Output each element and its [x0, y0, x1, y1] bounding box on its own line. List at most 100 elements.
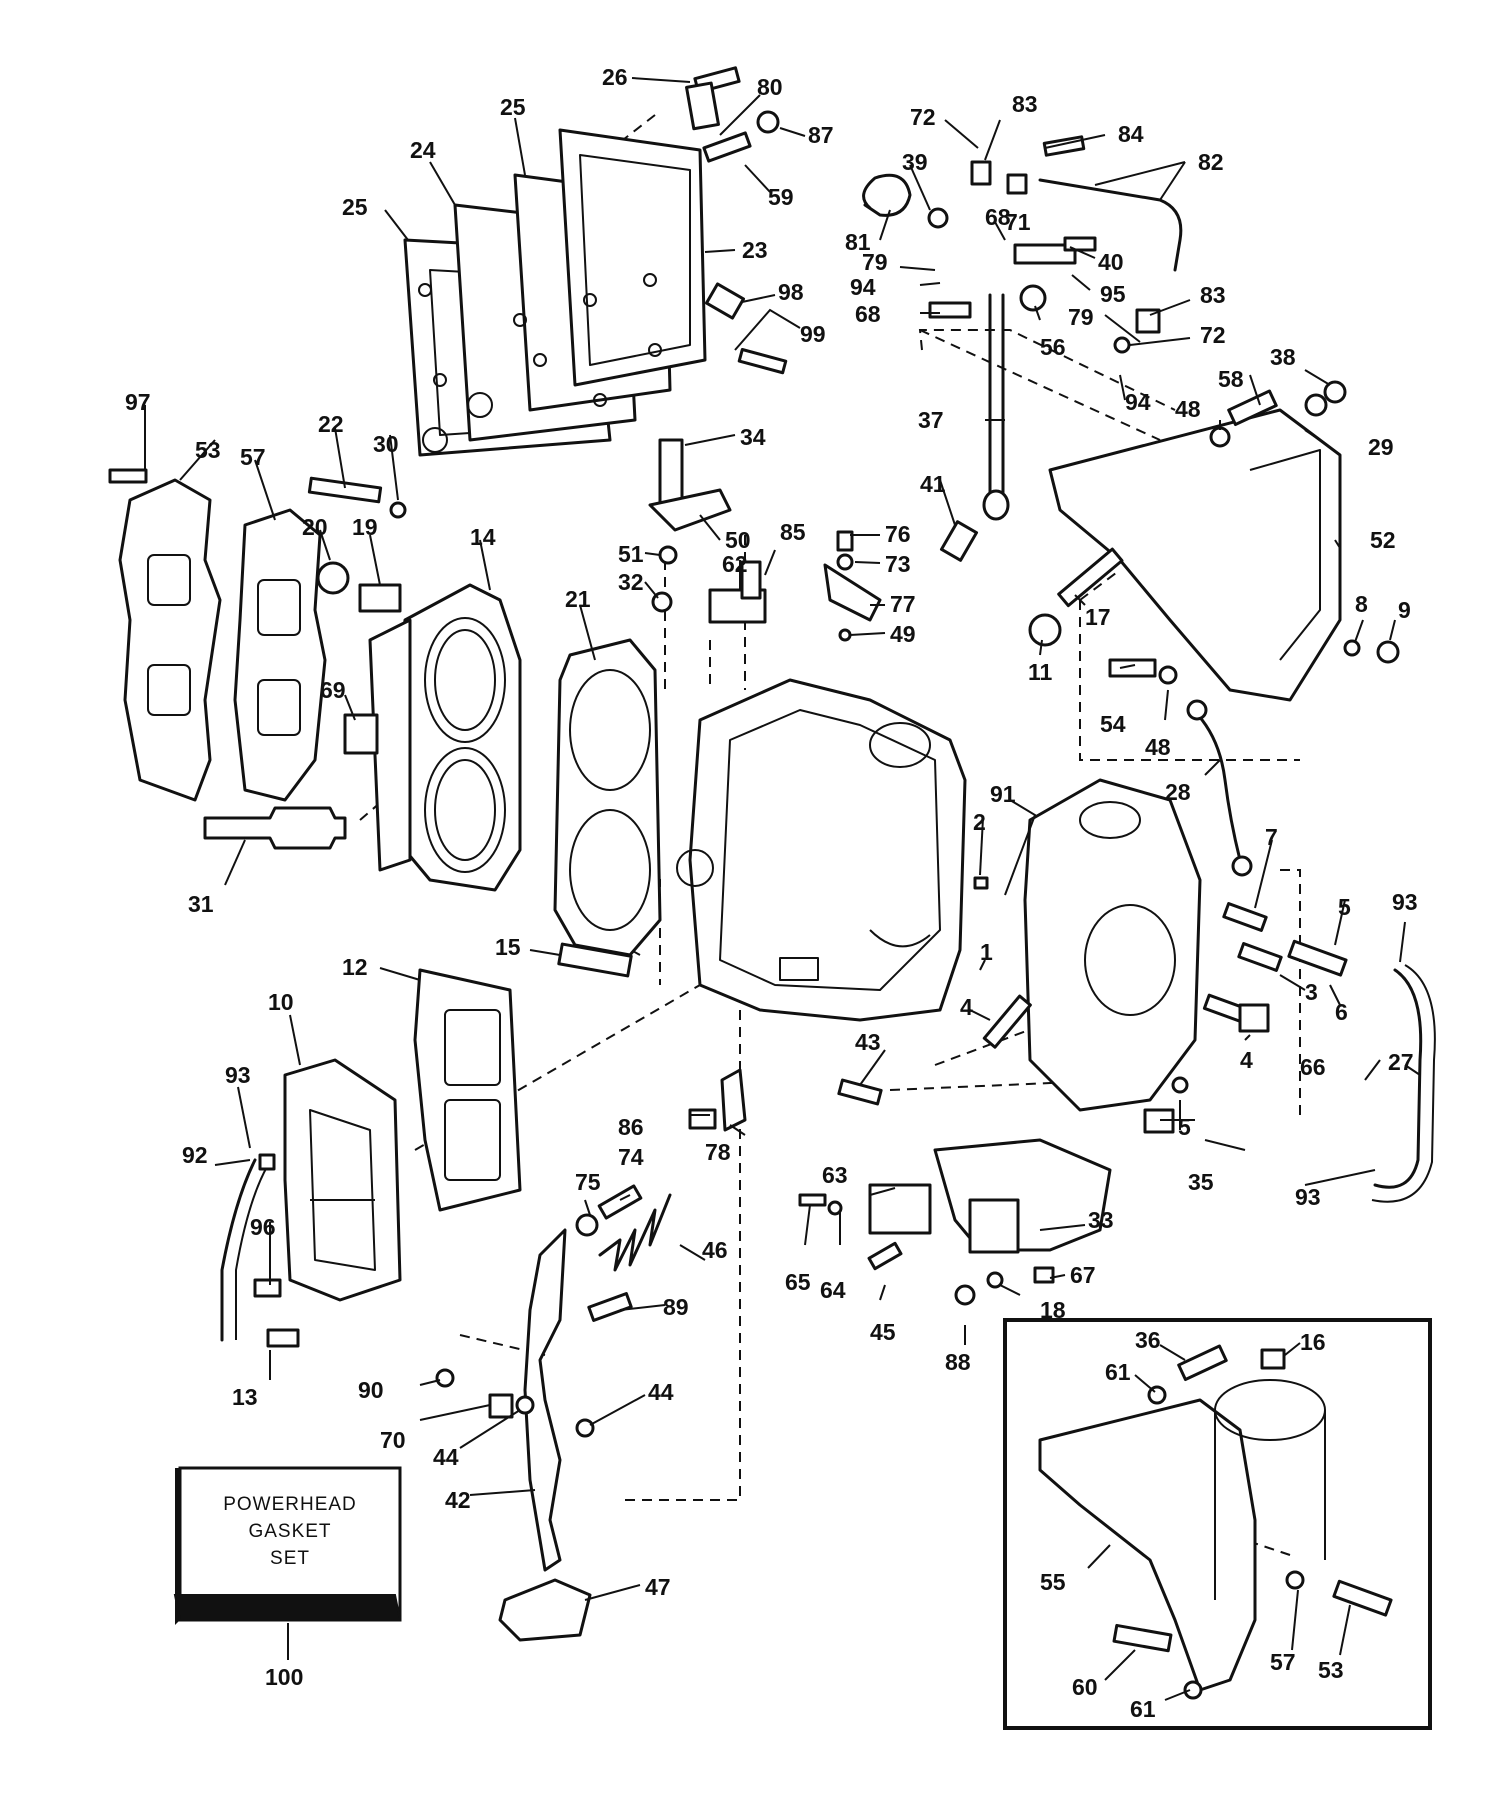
callout-5-bottom: 5: [1178, 1114, 1191, 1140]
callout-19: 19: [352, 514, 378, 540]
callout-8: 8: [1355, 591, 1368, 617]
inset-box: [1003, 1318, 1432, 1730]
callout-74: 74: [618, 1144, 644, 1170]
callout-68-top: 68: [985, 204, 1011, 230]
callout-100: 100: [265, 1664, 303, 1690]
callout-71: 71: [1005, 209, 1031, 235]
callout-82: 82: [1198, 149, 1224, 175]
callout-57-inset: 57: [1270, 1649, 1296, 1675]
callout-60: 60: [1072, 1674, 1098, 1700]
callout-53-left: 53: [195, 437, 221, 463]
exhaust-cover-assembly: [403, 128, 707, 457]
callout-30: 30: [373, 431, 399, 457]
callout-68-left: 68: [855, 301, 881, 327]
callout-21: 21: [565, 586, 591, 612]
callout-17: 17: [1085, 604, 1111, 630]
callout-20: 20: [302, 514, 328, 540]
callout-81: 81: [845, 229, 871, 255]
callout-86: 86: [618, 1114, 644, 1140]
callout-97: 97: [125, 389, 151, 415]
callout-45: 45: [870, 1319, 896, 1345]
callout-49: 49: [890, 621, 916, 647]
callout-66: 66: [1300, 1054, 1326, 1080]
callout-87: 87: [808, 122, 834, 148]
callout-50: 50: [725, 527, 751, 553]
callout-93-top: 93: [1392, 889, 1418, 915]
callout-93-bottom: 93: [1295, 1184, 1321, 1210]
callout-55: 55: [1040, 1569, 1066, 1595]
callout-54: 54: [1100, 711, 1126, 737]
callout-72-right: 72: [1200, 322, 1226, 348]
callout-43: 43: [855, 1029, 881, 1055]
callout-79-left: 79: [862, 249, 888, 275]
callout-1: 1: [980, 939, 993, 965]
callout-6: 6: [1335, 999, 1348, 1025]
callout-98: 98: [778, 279, 804, 305]
callout-29: 29: [1368, 434, 1394, 460]
callout-24: 24: [410, 137, 436, 163]
callout-56: 56: [1040, 334, 1066, 360]
callout-94-left: 94: [850, 274, 876, 300]
callout-39: 39: [902, 149, 928, 175]
callout-72-top: 72: [910, 104, 936, 130]
callout-67: 67: [1070, 1262, 1096, 1288]
callout-38: 38: [1270, 344, 1296, 370]
callout-59: 59: [768, 184, 794, 210]
callout-78: 78: [705, 1139, 731, 1165]
callout-92: 92: [182, 1142, 208, 1168]
callout-83-right: 83: [1200, 282, 1226, 308]
callout-75: 75: [575, 1169, 601, 1195]
callout-10: 10: [268, 989, 294, 1015]
callout-73: 73: [885, 551, 911, 577]
hose: [1371, 964, 1436, 1203]
callout-80: 80: [757, 74, 783, 100]
callout-53-inset: 53: [1318, 1657, 1344, 1683]
callout-40: 40: [1098, 249, 1124, 275]
callout-94-right: 94: [1125, 389, 1151, 415]
callout-37: 37: [918, 407, 944, 433]
intake-gaskets-left: [118, 478, 327, 802]
throttle-lever: [523, 1228, 567, 1572]
callout-18: 18: [1040, 1297, 1066, 1323]
callout-57-left: 57: [240, 444, 266, 470]
callout-44-right: 44: [648, 1379, 674, 1405]
callout-23: 23: [742, 237, 768, 263]
support-bracket: [1048, 408, 1342, 702]
callout-4-right: 4: [1240, 1047, 1253, 1073]
callout-84: 84: [1118, 121, 1144, 147]
callout-85: 85: [780, 519, 806, 545]
callout-77: 77: [890, 591, 916, 617]
callout-3: 3: [1305, 979, 1318, 1005]
callout-93-left: 93: [225, 1062, 251, 1088]
callout-25-left: 25: [342, 194, 368, 220]
gasket-holes: [418, 273, 662, 453]
callout-47: 47: [645, 1574, 671, 1600]
callout-95: 95: [1100, 281, 1126, 307]
gasket-set-box: POWERHEAD GASKET SET: [173, 1466, 402, 1625]
callout-48-mid: 48: [1145, 734, 1171, 760]
callout-36: 36: [1135, 1327, 1161, 1353]
callout-33: 33: [1088, 1207, 1114, 1233]
callout-42: 42: [445, 1487, 471, 1513]
callout-63: 63: [822, 1162, 848, 1188]
cylinder-block: [676, 678, 967, 1022]
callout-83-top: 83: [1012, 91, 1038, 117]
callout-90: 90: [358, 1377, 384, 1403]
tube: [220, 1158, 269, 1342]
callout-58: 58: [1218, 366, 1244, 392]
callout-2: 2: [973, 809, 986, 835]
linkage-rod: [982, 293, 1010, 521]
callout-31: 31: [188, 891, 214, 917]
ground-cable: [1186, 699, 1253, 877]
gasket-set-line1: POWERHEAD: [223, 1494, 357, 1515]
pad: [498, 1578, 592, 1642]
callout-79-right: 79: [1068, 304, 1094, 330]
callout-25-top: 25: [500, 94, 526, 120]
callout-27: 27: [1388, 1049, 1414, 1075]
manifold-gasket: [413, 968, 522, 1212]
callout-22: 22: [318, 411, 344, 437]
callout-69: 69: [320, 677, 346, 703]
callout-labels: 26 80 87 59 25 24 25 23 98 99 72 83 84 8…: [125, 64, 1418, 1722]
callout-62: 62: [722, 551, 748, 577]
